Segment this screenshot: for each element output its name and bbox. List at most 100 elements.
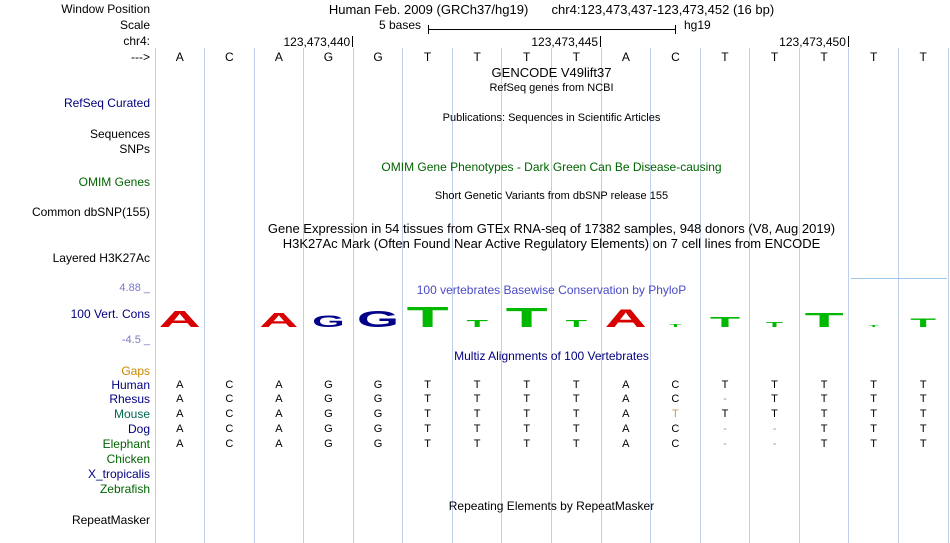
alignment-base: T — [473, 393, 481, 405]
repeatmasker-track-title[interactable]: Repeating Elements by RepeatMasker — [448, 499, 655, 513]
scale-bar-right-tick — [675, 25, 676, 34]
alignment-base: A — [622, 408, 630, 420]
alignment-base: T — [572, 408, 580, 420]
alignment-base: T — [870, 408, 878, 420]
species-label-dog[interactable]: Dog — [127, 422, 150, 436]
alignment-gaps-label[interactable]: Gaps — [121, 364, 150, 378]
strand-arrow-label[interactable]: ---> — [131, 50, 150, 64]
reference-base: T — [770, 50, 779, 64]
alignment-base: T — [424, 423, 431, 435]
track-label-100-vert-cons[interactable]: 100 Vert. Cons — [70, 307, 150, 321]
refseq-track-subtitle[interactable]: RefSeq genes from NCBI — [489, 82, 614, 94]
alignment-base: G — [324, 423, 333, 435]
alignment-base: A — [622, 423, 630, 435]
multiz-track-title[interactable]: Multiz Alignments of 100 Vertebrates — [454, 349, 649, 363]
publications-track-title[interactable]: Publications: Sequences in Scientific Ar… — [442, 112, 661, 124]
gtex-track-title[interactable]: Gene Expression in 54 tissues from GTEx … — [267, 221, 836, 236]
alignment-base: C — [225, 423, 234, 435]
species-label-rhesus[interactable]: Rhesus — [109, 392, 150, 406]
alignment-base: C — [671, 379, 680, 391]
alignment-base: G — [373, 393, 383, 405]
base-gridline — [154, 48, 156, 543]
reference-base: A — [274, 50, 283, 64]
alignment-base: A — [622, 379, 630, 391]
omim-track-title[interactable]: OMIM Gene Phenotypes - Dark Green Can Be… — [381, 160, 722, 174]
logo-base-T: T — [710, 314, 743, 330]
species-label-mouse[interactable]: Mouse — [113, 407, 150, 421]
reference-base: T — [721, 50, 729, 64]
alignment-base: - — [723, 438, 727, 450]
species-label-zebrafish[interactable]: Zebrafish — [99, 482, 150, 496]
reference-base: A — [175, 50, 184, 64]
species-label-x_tropicalis[interactable]: X_tropicalis — [87, 467, 150, 481]
alignment-base: T — [424, 408, 431, 420]
logo-base-T: T — [805, 309, 845, 330]
alignment-base: A — [275, 423, 283, 435]
track-label-repeatmasker[interactable]: RepeatMasker — [71, 513, 150, 527]
conservation-track-title[interactable]: 100 vertebrates Basewise Conservation by… — [416, 283, 687, 297]
assembly-label: hg19 — [684, 18, 711, 32]
track-label-sequences[interactable]: Sequences — [89, 127, 150, 141]
logo-base-T: T — [467, 319, 489, 330]
base-gridline — [947, 48, 949, 543]
species-label-human[interactable]: Human — [111, 378, 150, 392]
alignment-base: T — [523, 379, 531, 391]
window-title-row: Human Feb. 2009 (GRCh37/hg19) chr4:123,4… — [155, 2, 948, 17]
alignment-base: T — [473, 438, 481, 450]
alignment-base: T — [523, 438, 531, 450]
track-label-snps[interactable]: SNPs — [119, 142, 150, 156]
track-label-layered-h3k27ac[interactable]: Layered H3K27Ac — [52, 251, 150, 265]
base-gridline — [253, 48, 255, 543]
alignment-base: T — [820, 393, 828, 405]
logo-base-G: G — [312, 312, 344, 330]
alignment-base: T — [572, 423, 580, 435]
alignment-base: T — [523, 393, 531, 405]
alignment-base: T — [473, 423, 481, 435]
alignment-base: T — [473, 379, 481, 391]
alignment-base: T — [919, 393, 927, 405]
alignment-base: T — [820, 379, 828, 391]
logo-base-A: A — [605, 306, 647, 330]
alignment-base: A — [275, 393, 283, 405]
reference-base: T — [473, 50, 481, 64]
alignment-base: T — [721, 408, 729, 420]
alignment-base: T — [919, 438, 927, 450]
scale-bar-left-tick — [428, 25, 429, 34]
reference-base: T — [572, 50, 580, 64]
alignment-base: A — [176, 393, 184, 405]
ruler-position-label: 123,473,450 — [779, 35, 846, 49]
ruler-tick-mark — [847, 36, 849, 47]
base-gridline — [352, 48, 354, 543]
alignment-base: T — [919, 423, 927, 435]
alignment-base: T — [572, 438, 580, 450]
species-label-elephant[interactable]: Elephant — [102, 437, 150, 451]
scale-gutter-label: Scale — [119, 18, 150, 32]
alignment-base: G — [324, 379, 333, 391]
base-gridline — [551, 48, 552, 543]
logo-base-T: T — [506, 302, 548, 330]
track-label-omim-genes[interactable]: OMIM Genes — [78, 175, 150, 189]
alignment-base: T — [919, 408, 927, 420]
base-gridline — [897, 48, 899, 543]
reference-base: C — [224, 50, 234, 64]
ruler-tick-mark — [352, 36, 354, 47]
base-gridline — [501, 48, 503, 543]
logo-base-T: T — [669, 323, 684, 328]
alignment-base: G — [324, 393, 333, 405]
alignment-base: C — [225, 393, 234, 405]
logo-base-T: T — [869, 324, 881, 328]
h3k27ac-track-title[interactable]: H3K27Ac Mark (Often Found Near Active Re… — [282, 236, 821, 251]
dbsnp-track-title[interactable]: Short Genetic Variants from dbSNP releas… — [434, 190, 669, 202]
alignment-base: G — [373, 423, 383, 435]
alignment-base: T — [771, 379, 778, 391]
alignment-base: T — [672, 408, 679, 420]
alignment-base: T — [919, 379, 927, 391]
gencode-track-title[interactable]: GENCODE V49lift37 — [491, 65, 612, 80]
track-label-common-dbsnp[interactable]: Common dbSNP(155) — [31, 205, 150, 219]
reference-base: T — [820, 50, 828, 64]
track-label-refseq-curated[interactable]: RefSeq Curated — [63, 96, 150, 110]
species-label-chicken[interactable]: Chicken — [106, 452, 150, 466]
reference-base: T — [919, 50, 927, 64]
conservation-min-value: -4.5 _ — [121, 334, 150, 346]
